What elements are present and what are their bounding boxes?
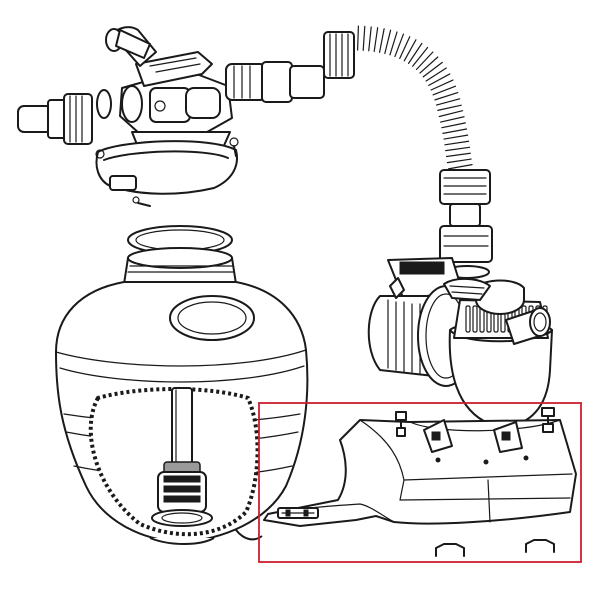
hose-rib: [407, 42, 423, 64]
hose-rib: [432, 85, 457, 96]
hose-rib: [412, 46, 429, 67]
hose-rib: [430, 79, 454, 91]
hose-rib: [444, 140, 470, 146]
multiport-valve: [17, 26, 325, 166]
base-clip-right: [525, 539, 555, 553]
hose-rib: [378, 28, 385, 53]
tank-side-o-ring: [169, 295, 255, 341]
hose-rib: [394, 33, 405, 58]
hose-rib: [445, 152, 471, 158]
hose-rib: [443, 134, 469, 140]
hose-rib: [422, 61, 443, 78]
lid-knurl: [472, 305, 478, 333]
hose-rib: [437, 104, 462, 111]
hose-coupling-nut-top: [323, 31, 355, 79]
pump: [367, 257, 553, 427]
hose-rib: [435, 98, 461, 106]
hose-rib: [445, 146, 471, 152]
hose-rib: [447, 164, 473, 170]
hose-rib: [442, 128, 468, 134]
hose-rib: [368, 26, 372, 52]
screw: [132, 196, 151, 207]
hose-rib: [438, 110, 464, 118]
highlight-box: [258, 402, 582, 563]
corrugated-hose: [341, 25, 474, 186]
mounting-bolt-right: [541, 407, 555, 433]
hose-rib: [357, 25, 359, 51]
pump-base: [263, 407, 577, 527]
left-hose-adapter: [17, 93, 93, 145]
hose-rib: [446, 158, 472, 164]
hose-coupling-nut-lower: [439, 169, 493, 263]
hose-rib: [373, 27, 379, 53]
hose-rib: [434, 91, 459, 101]
hose-rib: [415, 51, 434, 71]
hose-rib: [384, 29, 392, 55]
o-ring-left: [96, 89, 112, 119]
hose-rib: [389, 31, 398, 56]
clamp-band: [95, 137, 239, 195]
lid-knurl: [465, 305, 471, 333]
hose-rib: [419, 56, 439, 74]
base-clip-left: [435, 543, 465, 557]
filter-tank: [55, 225, 309, 545]
hose-rib: [441, 122, 466, 129]
hose-rib: [362, 25, 366, 51]
hose-rib: [428, 73, 451, 86]
hose-rib: [440, 116, 465, 123]
hose-rib: [403, 39, 417, 62]
hose-rib: [425, 67, 447, 82]
hose-rib: [399, 36, 411, 60]
mounting-bolt-left: [395, 411, 407, 437]
